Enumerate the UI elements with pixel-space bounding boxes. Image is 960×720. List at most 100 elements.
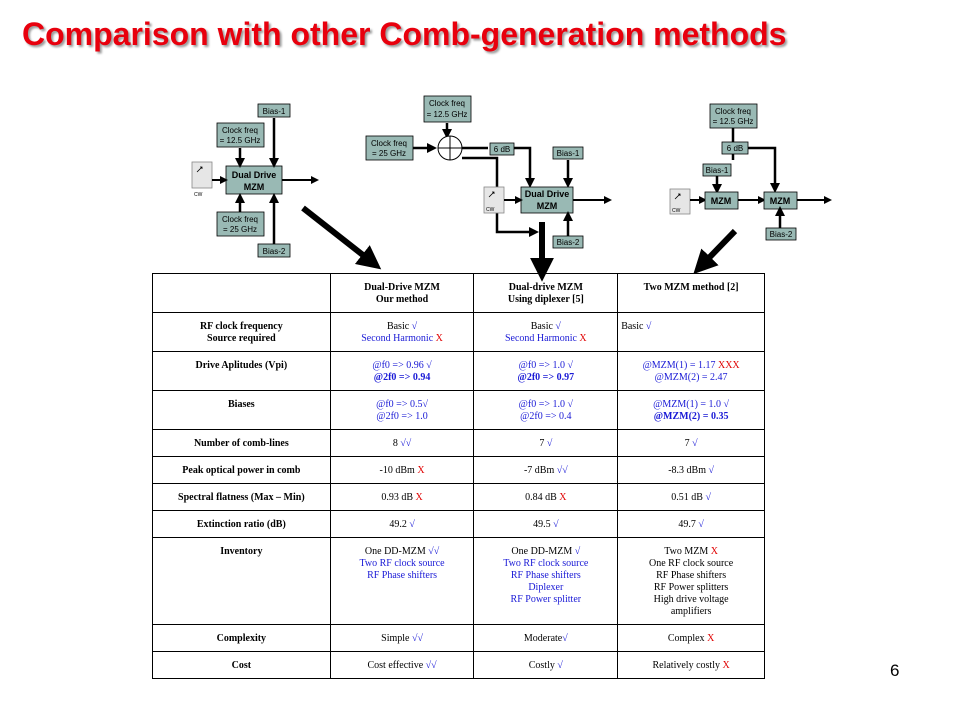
cell-text: RF Phase shifters (656, 570, 727, 581)
cell-text: @2f0 => 1.0 (376, 411, 428, 422)
table-cell: @MZM(1) = 1.0 √@MZM(2) = 0.35 (617, 390, 765, 430)
table-cell: 0.84 dB X (473, 483, 619, 511)
cell-text: √ (645, 321, 652, 332)
cell-text: One RF clock source (649, 558, 734, 569)
cell-text: X (722, 660, 730, 671)
header-line: Dual-drive MZM (508, 282, 583, 293)
cell-line: Basic √ (334, 321, 471, 333)
cell-line: 0.51 dB √ (621, 492, 761, 504)
diagram-two-mzm-method: Clock freq = 12.5 GHz 6 dB Bias-1 CW MZM… (669, 103, 832, 241)
mzm-label-1: Dual Drive (525, 189, 570, 199)
cell-text: 7 (684, 438, 693, 449)
clock-b-line2: = 25 GHz (372, 149, 406, 158)
row-label-cell: Cost (152, 651, 331, 679)
cell-line: 0.93 dB X (334, 492, 471, 504)
clock-line1: Clock freq (715, 107, 751, 116)
cell-text: Simple (381, 633, 412, 644)
row-label-cell: Spectral flatness (Max – Min) (152, 483, 331, 511)
clock-bot-line2: = 25 GHz (223, 225, 257, 234)
row-label: Peak optical power in comb (182, 465, 301, 476)
bias-2-label: Bias-2 (263, 247, 286, 256)
header-diplexer: Dual-drive MZM Using diplexer [5] (473, 273, 619, 313)
header-blank (152, 273, 331, 313)
clock-line2: = 12.5 GHz (713, 117, 754, 126)
cell-line: Complex X (621, 633, 761, 645)
cell-text: X (710, 546, 718, 557)
cell-line: Relatively costly X (621, 660, 761, 672)
row-label: Inventory (220, 546, 263, 557)
table-cell: Cost effective √√ (329, 651, 475, 679)
cell-text: 49.5 (533, 519, 554, 530)
cell-text: RF Phase shifters (367, 570, 438, 581)
cell-line: @f0 => 1.0 √ (477, 360, 614, 372)
cell-line: One DD-MZM √ (477, 546, 614, 558)
cell-line: Second Harmonic X (477, 333, 614, 345)
cw-laser-icon (191, 161, 213, 189)
cell-text: √ (422, 399, 428, 410)
cell-line: 49.2 √ (334, 519, 471, 531)
cell-line: Two RF clock source (334, 558, 471, 570)
mzm-label-1: Dual Drive (232, 170, 277, 180)
cell-line: Costly √ (477, 660, 614, 672)
table-cell: 8 √√ (329, 429, 475, 457)
cell-text: √ (562, 633, 568, 644)
cell-text: √ (698, 519, 704, 530)
page-number: 6 (890, 661, 900, 680)
header-two-mzm: Two MZM method [2] (617, 273, 765, 313)
row-label: Source required (207, 333, 276, 344)
cell-text: X (417, 465, 425, 476)
row-label-cell: Peak optical power in comb (152, 456, 331, 484)
bias-1-label: Bias-1 (706, 166, 729, 175)
cell-text: √ (553, 519, 559, 530)
comparison-table: Dual-Drive MZM Our method Dual-drive MZM… (152, 273, 765, 679)
table-row: Drive Aplitudes (Vpi)@f0 => 0.96 √@2f0 =… (152, 351, 765, 391)
table-cell: 0.93 dB X (329, 483, 475, 511)
cell-line: @2f0 => 0.4 (477, 411, 614, 423)
cell-text: 7 (539, 438, 547, 449)
cw-label: CW (194, 192, 203, 198)
row-label: Spectral flatness (Max – Min) (178, 492, 305, 503)
cell-line: amplifiers (621, 606, 761, 618)
mzm-label-2: MZM (244, 182, 265, 192)
cell-text: @f0 => 0.5 (376, 399, 423, 410)
table-header-row: Dual-Drive MZM Our method Dual-drive MZM… (152, 273, 765, 313)
diagram-diplexer-method: Clock freq = 12.5 GHz Clock freq = 25 GH… (365, 95, 612, 249)
cell-line: RF Power splitters (621, 582, 761, 594)
cell-line: @f0 => 0.5√ (334, 399, 471, 411)
cell-line: Moderate√ (477, 633, 614, 645)
cell-line: One DD-MZM √√ (334, 546, 471, 558)
cell-text: X (415, 492, 423, 503)
cell-text: √√ (411, 633, 423, 644)
cell-text: √ (411, 321, 418, 332)
bias-2-label: Bias-2 (770, 230, 793, 239)
cell-text: Basic (621, 321, 646, 332)
bias-2-label: Bias-2 (557, 238, 580, 247)
cell-line: RF Phase shifters (477, 570, 614, 582)
cell-text: -8.3 dBm (668, 465, 709, 476)
cell-text: -10 dBm (379, 465, 418, 476)
cell-text: @f0 => 0.96 (372, 360, 427, 371)
row-label: RF clock frequency (199, 321, 283, 332)
cell-text: √√ (428, 546, 440, 557)
cell-line: @MZM(1) = 1.0 √ (621, 399, 761, 411)
table-cell: Complex X (617, 624, 765, 652)
pointer-arrow-our-method (301, 205, 382, 270)
mzm-2-label: MZM (770, 196, 791, 206)
table-cell: 7 √ (473, 429, 619, 457)
table-cell: Costly √ (473, 651, 619, 679)
cell-line: -7 dBm √√ (477, 465, 614, 477)
cell-text: @MZM(2) = 2.47 (654, 372, 728, 383)
row-label: Complexity (216, 633, 267, 644)
cell-text: Cost effective (367, 660, 426, 671)
cell-line: @f0 => 1.0 √ (477, 399, 614, 411)
cell-text: X (579, 333, 587, 344)
table-cell: -10 dBm X (329, 456, 475, 484)
cell-text: Two RF clock source (359, 558, 445, 569)
table-row: Biases@f0 => 0.5√@2f0 => 1.0@f0 => 1.0 √… (152, 390, 765, 430)
cell-text: One DD-MZM (364, 546, 429, 557)
table-cell: Basic √Second Harmonic X (329, 312, 475, 352)
